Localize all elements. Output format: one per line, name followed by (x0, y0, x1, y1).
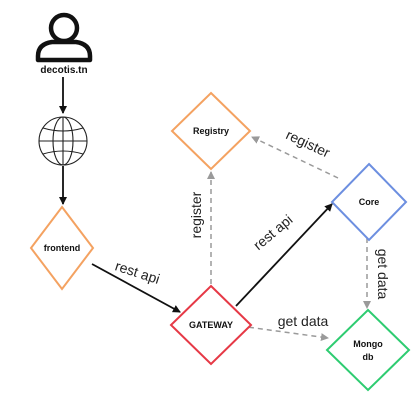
user-icon (35, 12, 93, 63)
node-mongo (325, 308, 411, 392)
node-core-label: Core (359, 197, 380, 207)
node-frontend (29, 205, 95, 291)
edge-label-frontend-gateway: rest api (113, 258, 162, 287)
node-gateway (169, 284, 253, 366)
node-frontend-label: frontend (44, 243, 81, 253)
edge-gateway-mongo (239, 325, 329, 342)
edge-label-core-mongo: get data (375, 249, 391, 300)
node-gateway-label: GATEWAY (189, 320, 233, 330)
edge-gateway-core (235, 203, 333, 307)
edge-label-gateway-mongo: get data (278, 313, 329, 329)
edge-label-core-registry: register (284, 126, 333, 160)
node-core (330, 162, 408, 242)
edge-core-registry (251, 136, 339, 179)
edge-label-gateway-registry: register (188, 191, 204, 238)
globe-icon (38, 116, 88, 166)
node-registry-label: Registry (193, 126, 229, 136)
edge-frontend-gateway (91, 263, 181, 313)
node-mongo-label-line1: Mongo (353, 339, 383, 349)
node-registry (170, 91, 252, 171)
node-mongo-label-line2: db (363, 352, 374, 362)
user-label: decotis.tn (40, 65, 87, 76)
edge-label-gateway-core: rest api (250, 211, 295, 253)
